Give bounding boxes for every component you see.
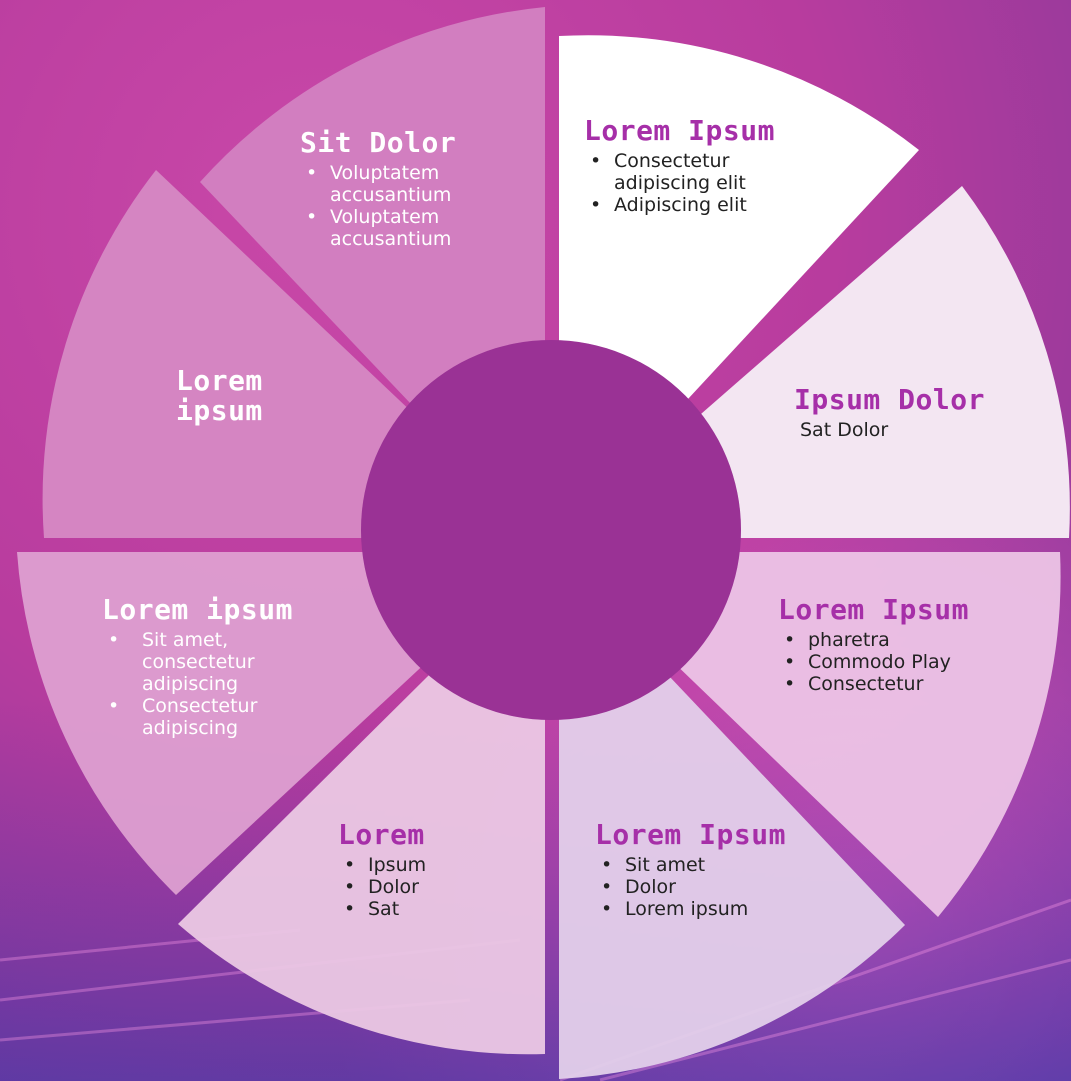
segment-left-lower-text: Lorem ipsum Sit amet, consectetur adipis… [102,593,322,740]
segment-title: Sit Dolor [300,126,457,159]
list-item: Voluptatem accusantium [300,206,490,250]
list-item: Sit amet, consectetur adipiscing [102,629,292,695]
segment-title: Lorem ipsum [102,593,293,626]
bullet-list: pharetra Commodo Play Consectetur [778,629,1048,695]
list-item: Ipsum [338,854,518,876]
list-item: Lorem ipsum [595,898,855,920]
list-item: Voluptatem accusantium [300,162,490,206]
segment-title: Ipsum Dolor [794,383,985,416]
bullet-list: Voluptatem accusantium Voluptatem accusa… [300,162,520,250]
segment-title-line2: ipsum [176,394,263,427]
segment-bottom-left-text: Lorem Ipsum Dolor Sat [338,818,518,921]
segment-title: Lorem Ipsum [778,593,969,626]
list-item: Adipiscing elit [584,194,884,216]
segment-bottom-right-text: Lorem Ipsum Sit amet Dolor Lorem ipsum [595,818,855,921]
segment-title: Lorem Ipsum [584,114,775,147]
segment-title-line1: Lorem [176,364,263,397]
bullet-list: Ipsum Dolor Sat [338,854,518,920]
segment-body: Sat Dolor [800,419,889,441]
segment-title: Lorem [338,818,425,851]
center-circle [361,340,741,720]
list-item: Consectetur [778,673,1048,695]
list-item: Consectetur adipiscing [102,695,292,739]
segment-title: Lorem Ipsum [595,818,786,851]
center-shade [361,340,741,720]
list-item: Dolor [338,876,518,898]
segment-left-upper-text: Lorem ipsum [176,366,296,426]
list-item: Dolor [595,876,855,898]
list-item: pharetra [778,629,1048,651]
segment-top-right-text: Lorem Ipsum Consectetur adipiscing elit … [584,114,884,217]
list-item: Sat [338,898,518,920]
list-item: Commodo Play [778,651,1048,673]
segment-right-lower-text: Lorem Ipsum pharetra Commodo Play Consec… [778,593,1048,696]
list-item: Consectetur adipiscing elit [584,150,784,194]
bullet-list: Consectetur adipiscing elit Adipiscing e… [584,150,884,216]
bullet-list: Sit amet Dolor Lorem ipsum [595,854,855,920]
bullet-list: Sit amet, consectetur adipiscing Consect… [102,629,322,739]
segment-right-upper-text: Ipsum Dolor Sat Dolor [794,383,1054,442]
list-item: Sit amet [595,854,855,876]
segment-top-left-text: Sit Dolor Voluptatem accusantium Volupta… [300,126,520,251]
